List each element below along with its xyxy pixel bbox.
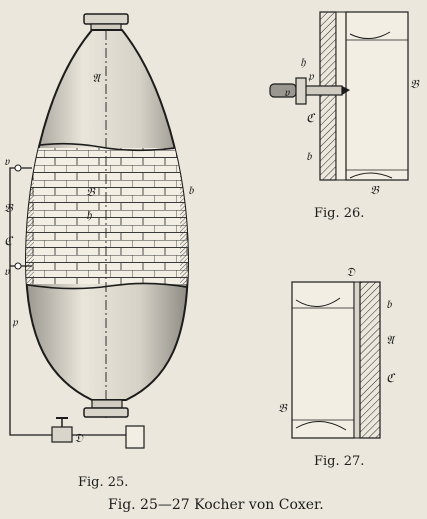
fig25-top-flange xyxy=(83,13,129,25)
fig25-label-a: 𝔄 xyxy=(92,71,102,85)
fig25-valve-top xyxy=(14,164,22,172)
fig27-section xyxy=(291,281,381,439)
fig25-bottom-flange xyxy=(83,407,129,418)
fig25-valve-bottom xyxy=(14,262,22,270)
fig26-label-b-right: 𝔅 xyxy=(410,77,420,91)
fig26-label-h: 𝔥 xyxy=(300,55,306,69)
fig26-label-b-small: 𝔟 xyxy=(306,149,313,163)
fig25-brick-lining xyxy=(26,148,188,284)
fig27-label-d: 𝔇 xyxy=(346,265,356,279)
fig27-label-b-left: 𝔅 xyxy=(278,401,288,415)
fig26-outer-wall xyxy=(319,11,337,181)
fig26-valve-body xyxy=(269,83,297,98)
fig26-caption: Fig. 26. xyxy=(314,206,365,221)
fig25-caption: Fig. 25. xyxy=(78,475,129,490)
fig26-valve-handle xyxy=(295,77,307,105)
fig25-vessel xyxy=(9,13,190,449)
fig26-label-p: 𝔭 xyxy=(308,69,315,83)
fig27-caption: Fig. 27. xyxy=(314,454,365,469)
fig25-bottom-neck xyxy=(91,399,123,409)
fig25-label-p: 𝔭 xyxy=(12,315,19,329)
fig25-label-c-left: ℭ xyxy=(4,234,14,248)
fig25-label-h: 𝔥 xyxy=(86,208,92,222)
fig25-label-v-bottom: 𝔳 xyxy=(4,264,10,278)
fig25-label-v-top: 𝔳 xyxy=(4,154,10,168)
fig27-label-b-small: 𝔟 xyxy=(386,297,393,311)
fig26-label-v: 𝔳 xyxy=(284,85,290,99)
fig25-label-b-right: 𝔟 xyxy=(188,183,195,197)
fig25-label-b-left: 𝔅 xyxy=(4,201,14,215)
fig27-inner-layer xyxy=(353,281,361,439)
fig26-section xyxy=(269,11,409,181)
fig25-tank xyxy=(125,425,145,449)
fig27-outer-wall xyxy=(359,281,381,439)
fig27-label-a: 𝔄 xyxy=(386,333,396,347)
fig26-label-b-bottom: 𝔅 xyxy=(370,183,380,197)
fig27-label-c: ℭ xyxy=(386,371,396,385)
fig25-label-b-inner: 𝔅 xyxy=(86,185,96,199)
fig26-label-c: ℭ xyxy=(306,111,316,125)
main-caption: Fig. 25—27 Kocher von Coxer. xyxy=(108,497,324,513)
fig26-gap xyxy=(335,11,347,181)
fig25-pump xyxy=(51,426,73,443)
fig25-label-d: 𝔇 xyxy=(74,431,84,445)
